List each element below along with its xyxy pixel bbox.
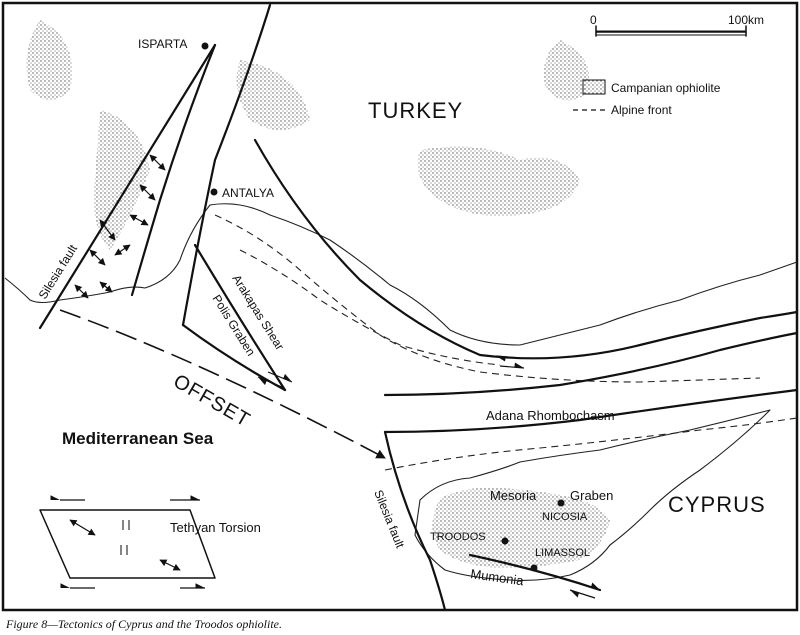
antalya-label: ANTALYA [222,186,274,200]
limassol-label: LIMASSOL [535,547,590,559]
legend: Campanian ophiolite Alpine front [573,79,721,117]
map-frame [1,1,799,612]
offset-label: OFFSET [170,370,255,431]
graben-label: Graben [570,488,613,503]
cyprus-coastline [414,409,771,581]
scale-start-label: 0 [590,13,597,27]
nicosia-label: NICOSIA [542,511,588,523]
sea-label: Mediterranean Sea [62,429,214,448]
mumonia-label: Mumonia [470,566,526,588]
alpine-front-2 [239,249,501,366]
legend-label-alpine-front: Alpine front [611,103,672,117]
scale-end-label: 100km [728,13,764,27]
troodos-ophiolite [432,487,610,568]
legend-label-ophiolite: Campanian ophiolite [611,81,721,95]
scale-bar: 0 100km [590,13,764,37]
legend-stipple-swatch [582,79,606,95]
alpine-front-3 [384,417,798,471]
tethyan-torsion-inset: Tethyan Torsion [39,495,261,589]
adana-label: Adana Rhombochasm [486,408,615,423]
offset-arrow [59,309,386,459]
figure-caption: Figure 8—Tectonics of Cyprus and the Tro… [5,617,282,631]
silesia-fault-south-label: Silesia fault [371,488,407,551]
strain-arrows [74,154,166,299]
turkey-label: TURKEY [368,98,463,123]
mesoria-label: Mesoria [490,488,537,503]
troodos-label: TROODOS [430,531,486,543]
tethyan-torsion-label: Tethyan Torsion [170,520,261,535]
turkey-coastline [4,203,798,346]
alpine-front-1 [214,214,761,383]
isparta-label: ISPARTA [138,37,187,51]
motion-arrows [257,355,601,599]
city-markers [201,42,565,572]
cyprus-label: CYPRUS [668,492,766,517]
ophiolite-areas-turkey [26,20,590,250]
major-faults [38,3,799,612]
